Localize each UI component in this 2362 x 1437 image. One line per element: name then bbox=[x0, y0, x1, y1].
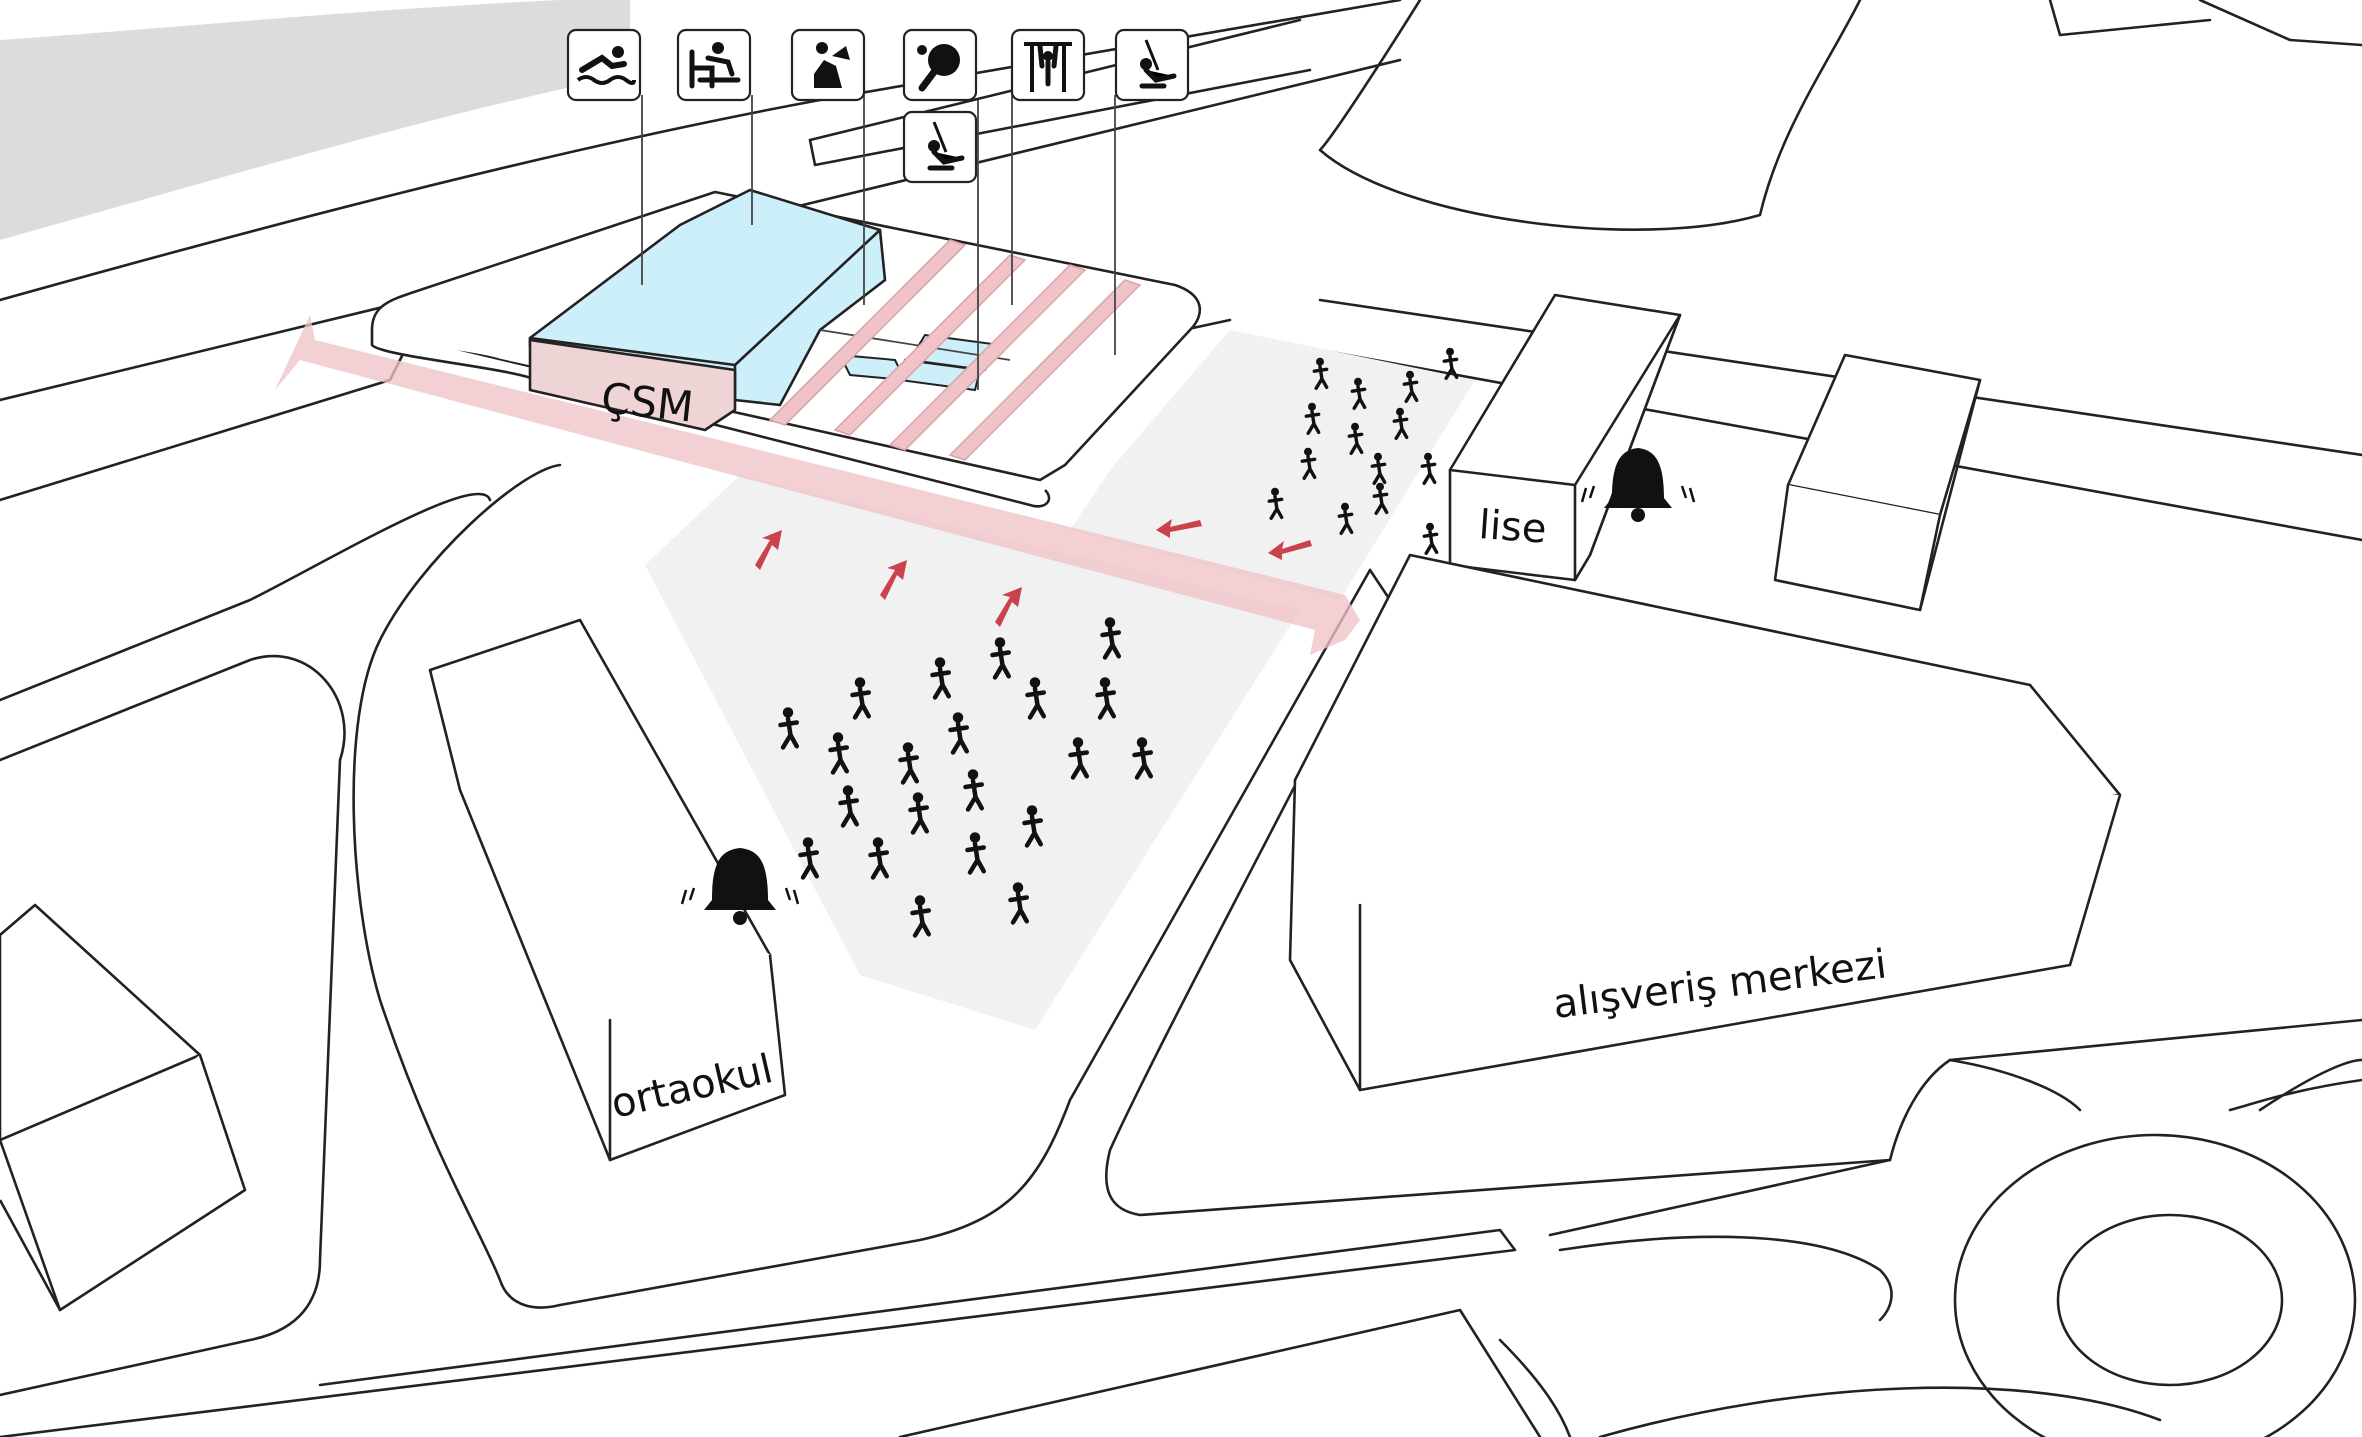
person-icon bbox=[1347, 422, 1364, 456]
fitness-icon bbox=[676, 28, 752, 102]
main-plaza-crowd bbox=[778, 617, 1153, 938]
person-icon bbox=[1304, 402, 1321, 436]
table-tennis-icon bbox=[902, 28, 978, 102]
person-icon bbox=[990, 637, 1011, 680]
pedestrian-flow-band bbox=[275, 315, 1360, 655]
person-icon bbox=[1008, 882, 1029, 925]
person-icon bbox=[1312, 357, 1329, 391]
person-icon bbox=[963, 769, 984, 812]
east-building bbox=[1773, 353, 1982, 612]
swimming-icon bbox=[566, 28, 642, 102]
activity-icon-row bbox=[566, 28, 1190, 184]
person-icon bbox=[850, 677, 871, 720]
person-icon bbox=[1267, 487, 1284, 521]
pull-up-bar-icon bbox=[1010, 28, 1086, 102]
water-body bbox=[0, 0, 630, 240]
reading-icon bbox=[790, 28, 866, 102]
swing-icon bbox=[902, 110, 978, 184]
person-icon bbox=[1420, 452, 1437, 486]
community-center-block bbox=[370, 188, 1202, 508]
person-icon bbox=[1095, 677, 1116, 720]
person-icon bbox=[1022, 805, 1043, 848]
swing-icon bbox=[1114, 28, 1190, 102]
shopping-mall-building bbox=[1288, 553, 2122, 1092]
person-icon bbox=[798, 837, 819, 880]
person-icon bbox=[908, 792, 929, 835]
person-icon bbox=[838, 785, 859, 828]
person-icon bbox=[1442, 347, 1459, 381]
flow-arrows bbox=[755, 519, 1312, 627]
person-icon bbox=[898, 742, 919, 785]
person-icon bbox=[1100, 617, 1121, 660]
person-icon bbox=[1068, 737, 1089, 780]
person-icon bbox=[1370, 452, 1387, 486]
school-bell-icon bbox=[1580, 448, 1696, 522]
school-bell-icon bbox=[680, 848, 800, 925]
person-icon bbox=[1025, 677, 1046, 720]
person-icon bbox=[965, 832, 986, 875]
person-icon bbox=[1337, 502, 1354, 536]
middle-school-building bbox=[428, 618, 787, 1162]
person-icon bbox=[778, 707, 799, 750]
person-icon bbox=[828, 732, 849, 775]
person-icon bbox=[910, 895, 931, 938]
person-icon bbox=[1372, 482, 1389, 516]
left-building bbox=[0, 903, 247, 1312]
person-icon bbox=[1132, 737, 1153, 780]
icon-leaders bbox=[641, 95, 1116, 390]
east-plaza bbox=[1070, 330, 1475, 600]
person-icon bbox=[930, 657, 951, 700]
high-school-label: lise bbox=[1477, 502, 1548, 553]
person-icon bbox=[948, 712, 969, 755]
person-icon bbox=[1300, 447, 1317, 481]
person-icon bbox=[1392, 407, 1409, 441]
main-plaza bbox=[645, 475, 1300, 1030]
person-icon bbox=[1422, 522, 1439, 556]
person-icon bbox=[1402, 370, 1419, 404]
person-icon bbox=[868, 837, 889, 880]
person-icon bbox=[1350, 377, 1367, 411]
east-plaza-crowd bbox=[1267, 347, 1459, 556]
community-center-label: ÇSM bbox=[599, 373, 696, 431]
